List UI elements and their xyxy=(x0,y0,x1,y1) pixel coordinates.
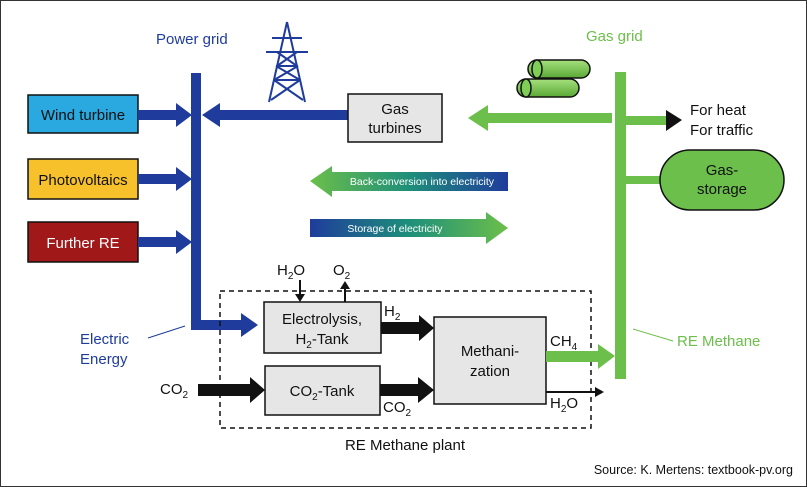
gas-grid-bus xyxy=(615,72,626,379)
h2o-in-label: H2O xyxy=(277,262,305,282)
co2-in-label: CO2 xyxy=(160,381,189,401)
h2o-out-label: H2O xyxy=(550,395,578,415)
power-to-electrolysis-line xyxy=(191,320,241,330)
back-conversion-label: Back-conversion into electricity xyxy=(350,176,495,188)
photovoltaics-box: Photovoltaics xyxy=(27,158,139,200)
power-grid-bus xyxy=(191,73,201,330)
wind-arrowhead xyxy=(176,103,192,127)
further-re-label: Further RE xyxy=(46,235,119,252)
co2-out-arrow-shaft xyxy=(380,384,418,396)
co2-out-arrowhead xyxy=(418,377,434,403)
turbines-to-grid-shaft xyxy=(218,110,348,120)
for-heat-label: For heat xyxy=(690,102,747,119)
re-methane-label: RE Methane xyxy=(677,333,760,350)
gas-storage-connector xyxy=(626,176,660,184)
pv-arrow-shaft xyxy=(138,174,176,184)
further-re-box: Further RE xyxy=(27,221,139,263)
wind-arrow-shaft xyxy=(138,110,176,120)
co2-out-label: CO2 xyxy=(383,399,412,419)
co2-in-arrow-shaft xyxy=(198,384,250,396)
turbines-to-grid-arrowhead xyxy=(202,103,220,127)
co2-in-arrowhead xyxy=(250,377,265,403)
electrolysis-label-1: Electrolysis, xyxy=(282,311,362,328)
h2-label: H2 xyxy=(384,303,401,323)
gas-to-turbines-shaft xyxy=(486,113,612,123)
gas-storage-tank: Gas- storage xyxy=(659,149,785,211)
gas-to-turbines-arrowhead xyxy=(468,105,488,131)
co2-tank-box: CO2-Tank xyxy=(264,365,381,416)
co2-tank-label: CO2-Tank xyxy=(290,383,355,403)
gas-grid-label: Gas grid xyxy=(586,28,643,45)
h2o-in-arrowhead xyxy=(295,294,305,302)
gas-turbines-box: Gas turbines xyxy=(347,93,443,143)
electric-energy-label-1: Electric xyxy=(80,331,130,348)
ch4-arrow-shaft xyxy=(546,351,600,362)
ch4-label: CH4 xyxy=(550,333,578,353)
further-arrowhead xyxy=(176,230,192,254)
ch4-arrowhead xyxy=(598,344,615,369)
re-methane-plant-label: RE Methane plant xyxy=(345,437,466,454)
gas-storage-label-1: Gas- xyxy=(706,162,739,179)
o2-out-arrowhead xyxy=(340,281,350,289)
o2-out-label: O2 xyxy=(333,262,351,282)
re-methane-plant-boundary xyxy=(219,290,592,429)
methanization-label-1: Methani- xyxy=(461,343,519,360)
electric-energy-leader xyxy=(147,325,186,339)
power-to-electrolysis-arrowhead xyxy=(241,313,258,337)
gas-turbines-label-2: turbines xyxy=(368,120,421,137)
gas-to-heat-arrowhead xyxy=(666,110,682,131)
gas-storage-label-2: storage xyxy=(697,181,747,198)
methanization-label-2: zation xyxy=(470,363,510,380)
photovoltaics-label: Photovoltaics xyxy=(38,172,127,189)
electrolysis-box: Electrolysis, H2-Tank xyxy=(263,301,382,354)
gas-turbines-label-1: Gas xyxy=(381,101,409,118)
gas-pipes-icon xyxy=(516,59,591,98)
gas-to-heat-shaft xyxy=(626,116,668,125)
h2o-out-arrowhead xyxy=(595,387,604,397)
source-credit: Source: K. Mertens: textbook-pv.org xyxy=(594,463,793,477)
electric-energy-label-2: Energy xyxy=(80,351,128,368)
h2-arrowhead xyxy=(419,315,434,341)
wind-turbine-box: Wind turbine xyxy=(27,94,139,134)
further-arrow-shaft xyxy=(138,237,176,247)
h2-arrow-shaft xyxy=(381,322,419,334)
storage-of-electricity-arrow: Storage of electricity xyxy=(310,212,508,244)
electrolysis-label-2: H2-Tank xyxy=(295,331,349,351)
transmission-tower-icon xyxy=(266,21,308,103)
for-traffic-label: For traffic xyxy=(690,122,754,139)
storage-of-electricity-label: Storage of electricity xyxy=(347,223,443,235)
pv-arrowhead xyxy=(176,167,192,191)
power-grid-label: Power grid xyxy=(156,31,228,48)
re-methane-leader xyxy=(632,328,674,342)
wind-turbine-label: Wind turbine xyxy=(41,107,125,124)
back-conversion-arrow: Back-conversion into electricity xyxy=(310,166,508,197)
methanization-box: Methani- zation xyxy=(433,316,547,405)
